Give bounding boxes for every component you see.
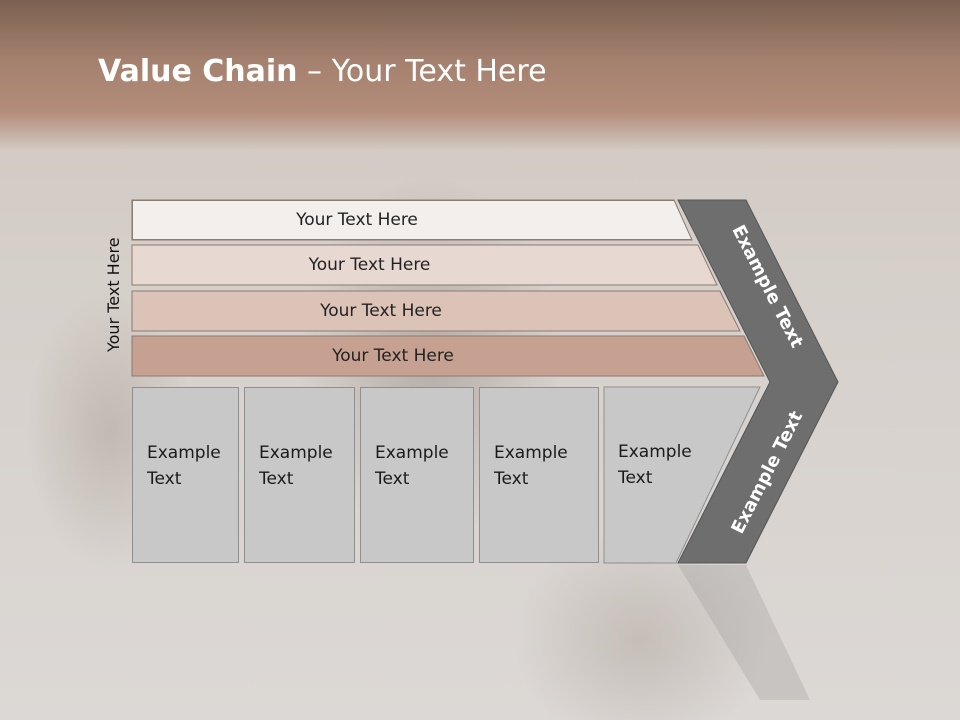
column-5: Example Text	[604, 387, 704, 563]
bar-2-outline	[131, 244, 718, 286]
value-bar-4: Your Text Here	[132, 336, 764, 376]
value-bar-2-label: Your Text Here	[308, 255, 431, 275]
chevron-arrow	[677, 199, 839, 564]
title-bold: Value Chain	[98, 54, 298, 89]
value-bar-3: Your Text Here	[132, 291, 740, 331]
slide-title: Value Chain – Your Text Here	[98, 54, 547, 89]
column-2-line2: Text	[259, 469, 294, 489]
column-1-line1: Example	[147, 443, 221, 463]
column-2-line1: Example	[259, 443, 333, 463]
column-4-line2: Text	[494, 469, 529, 489]
bar-1-outline	[131, 199, 693, 241]
value-bar-4-label: Your Text Here	[332, 346, 454, 366]
column-1-line2: Text	[147, 469, 182, 489]
column-5-line1: Example	[618, 442, 692, 462]
column-5-shape	[603, 386, 761, 564]
value-bar-2: Your Text Here	[132, 245, 717, 285]
column-2: Example Text	[244, 387, 355, 563]
column-3: Example Text	[360, 387, 474, 563]
title-rest: – Your Text Here	[297, 54, 547, 89]
column-3-line1: Example	[375, 443, 449, 463]
column-4: Example Text	[479, 387, 599, 563]
value-bar-1: Your Text Here	[132, 200, 692, 240]
column-5-line2: Text	[618, 468, 653, 488]
column-1: Example Text	[132, 387, 239, 563]
value-bar-3-label: Your Text Here	[320, 301, 442, 321]
bar-4-outline	[131, 335, 765, 377]
column-4-line1: Example	[494, 443, 568, 463]
value-bar-1-label: Your Text Here	[296, 210, 418, 230]
bar-3-outline	[131, 290, 741, 332]
chevron-reflection	[678, 565, 810, 700]
column-3-line2: Text	[375, 469, 410, 489]
header-band	[0, 0, 960, 150]
